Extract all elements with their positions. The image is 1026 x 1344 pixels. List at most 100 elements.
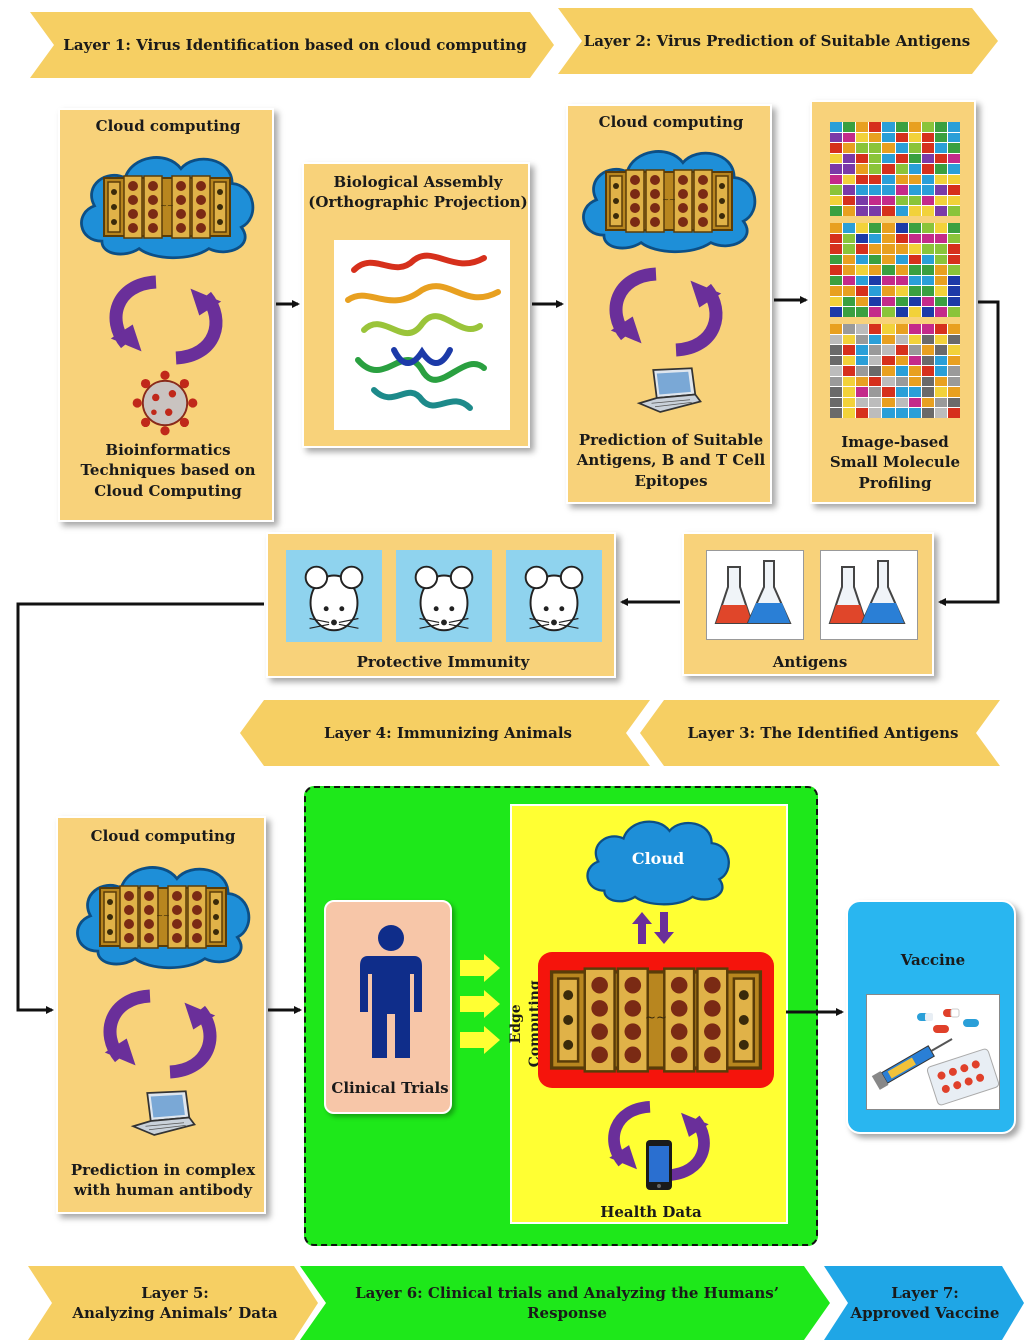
panel-vaccine: Vaccine (846, 900, 1016, 1134)
mosaic-cell (843, 345, 856, 355)
mosaic-cell (869, 206, 882, 216)
mosaic-cell (843, 244, 856, 254)
mosaic-cell (934, 387, 947, 397)
mosaic-cell (934, 355, 947, 366)
mosaic-cell (843, 223, 856, 233)
mosaic-cell (869, 153, 882, 164)
mosaic-cell (843, 164, 856, 174)
mosaic-cell (856, 296, 869, 307)
mosaic-cell (830, 164, 843, 174)
mosaic-cell (947, 223, 960, 233)
clinical-trials-box: Clinical Trials (324, 900, 452, 1114)
mosaic-cell (843, 387, 856, 397)
mosaic-cell (830, 345, 843, 355)
mosaic-cell (947, 345, 960, 355)
banner-arrow-shape (240, 700, 650, 766)
mosaic-cell (947, 307, 960, 317)
mosaic-cell (934, 296, 947, 307)
layer2-banner: Layer 2: Virus Prediction of Suitable An… (558, 8, 998, 74)
panel5-title: Cloud computing (90, 827, 236, 845)
mosaic-cell (869, 174, 882, 185)
mosaic-cell (869, 244, 882, 254)
mosaic-cell (947, 355, 960, 366)
mosaic-cell (843, 195, 856, 206)
mosaic-cell (908, 223, 921, 233)
health-data-label: Health Data (600, 1203, 702, 1221)
mosaic-cell (856, 244, 869, 254)
mosaic-cell (908, 387, 921, 397)
mosaic-cell (908, 376, 921, 387)
mosaic-cell (895, 397, 908, 408)
mosaic-cell (843, 324, 856, 334)
mosaic-cell (895, 185, 908, 195)
panel4-caption-line1: Image-based (841, 433, 949, 451)
mosaic-cell (908, 408, 921, 418)
mosaic-cell (830, 286, 843, 296)
mosaic-cell (895, 408, 908, 418)
mosaic-cell (947, 143, 960, 153)
mosaic-cell (843, 408, 856, 418)
mosaic-cell (947, 296, 960, 307)
mosaic-cell (921, 132, 934, 143)
banner-arrow-shape (28, 1266, 318, 1340)
mosaic-cell (830, 206, 843, 216)
mosaic-cell (895, 206, 908, 216)
layer4-banner: Layer 4: Immunizing Animals (240, 700, 650, 766)
mosaic-cell (843, 334, 856, 345)
mosaic-cell (869, 397, 882, 408)
mosaic-cell (843, 355, 856, 366)
mosaic-cell (921, 355, 934, 366)
mosaic-cell (895, 122, 908, 132)
mosaic-cell (830, 275, 843, 286)
panel1-title: Cloud computing (95, 117, 241, 135)
panel2-title-line2: (Orthographic Projection) (308, 193, 528, 212)
mosaic-cell (830, 254, 843, 265)
mosaic-cell (856, 366, 869, 376)
mosaic-cell (856, 122, 869, 132)
mosaic-cell (921, 366, 934, 376)
mosaic-cell (830, 132, 843, 143)
mosaic-cell (869, 233, 882, 244)
mosaic-block (830, 324, 960, 418)
mosaic-cell (882, 164, 895, 174)
mosaic-cell (843, 307, 856, 317)
mouse-icon (414, 565, 474, 632)
flask-tile (820, 550, 918, 640)
flask-icon (828, 559, 906, 625)
mosaic-cell (947, 387, 960, 397)
banner-arrow-shape (30, 12, 554, 78)
mosaic-cell (830, 397, 843, 408)
layer3-label: Layer 3: The Identified Antigens (687, 723, 959, 742)
mosaic-cell (934, 286, 947, 296)
mosaic-cell (856, 223, 869, 233)
layer6-label-line2: Response (527, 1304, 607, 1322)
mosaic-cell (869, 132, 882, 143)
mosaic-cell (830, 174, 843, 185)
mosaic-cell (895, 254, 908, 265)
panel2-title-line1: Biological Assembly (333, 173, 503, 191)
mosaic-cell (843, 122, 856, 132)
mosaic-cell (882, 254, 895, 265)
mosaic-cell (843, 265, 856, 275)
mosaic-cell (830, 195, 843, 206)
layer5-label-line1: Layer 5: (141, 1283, 209, 1302)
panel3-caption-line3: Epitopes (634, 471, 708, 490)
mosaic-cell (934, 376, 947, 387)
mosaic-cell (869, 195, 882, 206)
mosaic-cell (882, 122, 895, 132)
mosaic-cell (856, 132, 869, 143)
mosaic-cell (895, 366, 908, 376)
mosaic-cell (869, 254, 882, 265)
mosaic-cell (856, 265, 869, 275)
mosaic-block (830, 122, 960, 216)
data-flow-arrows (460, 954, 500, 1054)
mosaic-cell (934, 153, 947, 164)
mosaic-cell (895, 334, 908, 345)
mosaic-cell (934, 122, 947, 132)
mosaic-cell (947, 397, 960, 408)
mosaic-cell (908, 143, 921, 153)
panel-cloud-computing-1: Cloud computing Bioinformatics Technique… (58, 108, 274, 522)
mosaic-cell (869, 223, 882, 233)
mosaic-cell (830, 296, 843, 307)
mosaic-cell (843, 254, 856, 265)
